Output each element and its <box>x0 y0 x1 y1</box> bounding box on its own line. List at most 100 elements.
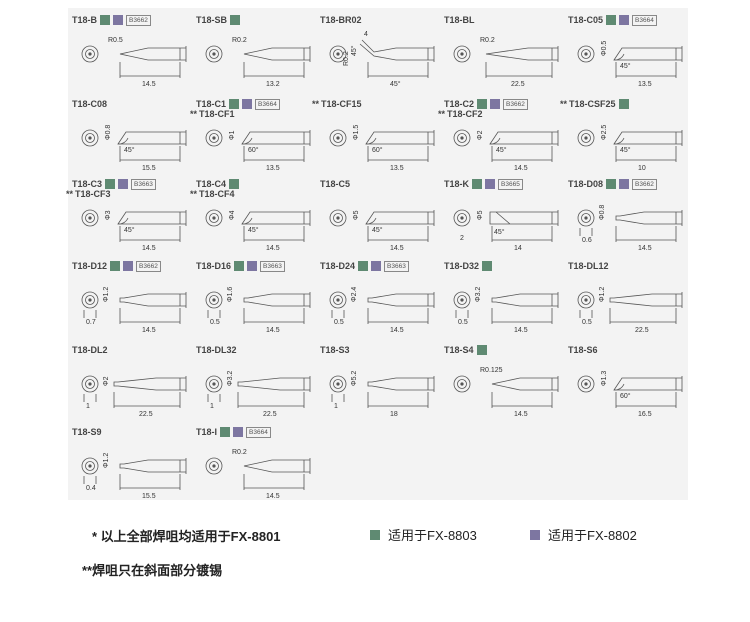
tip-model: T18-D16 <box>196 261 232 271</box>
angle-label: 45° <box>494 228 505 236</box>
tip-header: T18-BL <box>444 14 475 26</box>
tip-model: T18-DL2 <box>72 345 108 355</box>
end-view-dot <box>88 136 92 140</box>
end-view-dot <box>88 216 92 220</box>
tip-part-code: B3662 <box>503 98 528 110</box>
tip-model: T18-D32 <box>444 261 480 271</box>
tip-part-code: B3665 <box>498 178 523 190</box>
diameter-label: Φ1.3 <box>601 371 608 386</box>
fx8803-marker <box>105 179 116 189</box>
length-label: 22.5 <box>511 81 525 88</box>
tip-header: T18-DL2 <box>72 344 108 356</box>
length-dimension-line <box>609 308 677 324</box>
shaft-outline <box>148 458 187 474</box>
end-view-circle <box>329 129 347 147</box>
fx8803-marker <box>234 261 245 271</box>
tip-sub-label: T18-CF3 <box>75 189 111 199</box>
shaft-outline <box>396 292 435 308</box>
fx8802-marker <box>490 99 501 109</box>
end-view-dot <box>212 136 216 140</box>
legend-purple-swatch <box>530 529 540 540</box>
end-view-dot <box>584 52 588 56</box>
end-view-inner <box>85 49 95 59</box>
radius-label: R0.125 <box>480 367 503 374</box>
shaft-outline <box>528 46 559 62</box>
tip-profile <box>365 211 396 225</box>
diameter-label: Φ3.2 <box>475 287 482 302</box>
legend-green-swatch <box>370 529 380 540</box>
tip-part-code: B3663 <box>260 260 285 272</box>
offset-label: 4 <box>364 31 368 38</box>
diameter-label: Φ3.2 <box>227 371 234 386</box>
tip-profile <box>613 131 644 145</box>
shaft-outline <box>272 130 311 146</box>
fx8802-marker <box>247 261 258 271</box>
tip-header: T18-C08 <box>72 98 107 110</box>
end-view-dot <box>212 298 216 302</box>
fx8803-marker <box>606 15 617 25</box>
thickness-label: 0.5 <box>334 319 344 326</box>
angle-label: 45° <box>124 146 135 154</box>
end-view-dot <box>336 216 340 220</box>
diameter-label: Φ1.2 <box>103 453 110 468</box>
fx8802-marker <box>118 179 129 189</box>
thickness-guides <box>83 394 97 402</box>
end-view-dot <box>88 464 92 468</box>
length-dimension-line <box>367 226 429 242</box>
end-view-inner <box>85 461 95 471</box>
diameter-label: Φ2.4 <box>351 287 358 302</box>
angle-label: 45° <box>372 226 383 234</box>
thickness-label: 1 <box>334 403 338 410</box>
tip-sub-label: T18-CF2 <box>447 109 483 119</box>
length-label: 22.5 <box>139 411 153 418</box>
tip-model: T18-BR02 <box>320 15 362 25</box>
radius-label: R0.2 <box>232 449 247 456</box>
radius-label: R0.2 <box>480 37 495 44</box>
end-view-dot <box>336 298 340 302</box>
shaft-outline <box>644 376 683 392</box>
shaft-outline <box>396 210 435 226</box>
end-view-dot <box>460 216 464 220</box>
tip-header: T18-S4 <box>444 344 487 356</box>
tip-model: T18-K <box>444 179 470 189</box>
length-label: 10 <box>638 165 646 172</box>
length-dimension-line <box>237 392 305 408</box>
thickness-label: 1 <box>86 403 90 410</box>
length-label: 45° <box>390 80 401 88</box>
length-label: 15.5 <box>142 165 156 172</box>
end-view-dot <box>584 298 588 302</box>
end-view-dot <box>212 216 216 220</box>
tip-model: T18-S6 <box>568 345 598 355</box>
fx8803-marker <box>477 99 488 109</box>
length-label: 14.5 <box>266 327 280 334</box>
end-view-inner <box>333 295 343 305</box>
tip-model: T18-D12 <box>72 261 108 271</box>
fx8803-marker <box>618 99 629 109</box>
diameter-label: Φ4 <box>229 210 236 220</box>
tip-mark: ** <box>438 109 446 119</box>
end-view-circle <box>329 291 347 309</box>
length-label: 14.5 <box>638 245 652 252</box>
length-dimension-line <box>367 308 429 324</box>
tip-profile <box>113 377 157 391</box>
tip-sub-label: T18-CF1 <box>199 109 235 119</box>
diameter-label: Φ5 <box>477 210 484 220</box>
end-view-circle <box>205 45 223 63</box>
length-label: 22.5 <box>635 327 649 334</box>
thickness-guides <box>331 394 345 402</box>
tip-profile <box>609 293 653 307</box>
tip-part-code: B3664 <box>632 14 657 26</box>
tip-header: T18-SB <box>196 14 241 26</box>
end-view-circle <box>205 129 223 147</box>
tip-model: T18-C2 <box>444 99 475 109</box>
length-dimension-line <box>491 146 553 162</box>
